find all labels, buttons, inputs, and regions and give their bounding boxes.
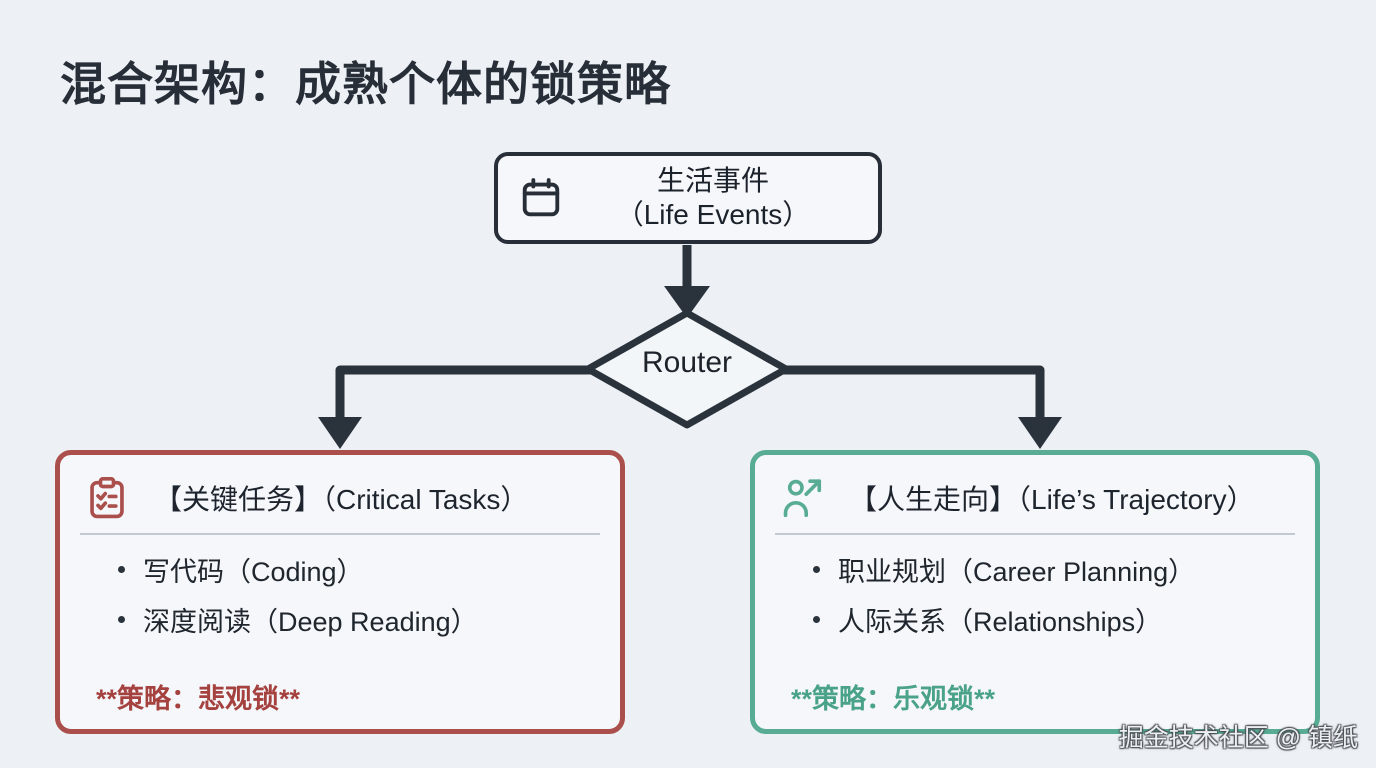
- bullet-icon: [813, 615, 820, 623]
- card-critical-tasks: 【关键任务】（Critical Tasks） 写代码（Coding） 深度阅读（…: [55, 450, 625, 734]
- bullet-icon: [118, 565, 125, 573]
- clipboard-checklist-icon: [84, 475, 130, 521]
- arrowhead-down-left: [318, 417, 362, 449]
- card-critical-tasks-list: 写代码（Coding） 深度阅读（Deep Reading）: [60, 549, 620, 639]
- list-item: 写代码（Coding）: [118, 549, 620, 589]
- list-item: 深度阅读（Deep Reading）: [118, 599, 620, 639]
- list-item-label: 人际关系（Relationships）: [838, 606, 1163, 637]
- node-life-events-text: 生活事件 （Life Events）: [564, 164, 862, 232]
- strategy-optimistic-lock: **策略：乐观锁**: [791, 684, 996, 714]
- list-item-label: 职业规划（Career Planning）: [838, 556, 1196, 587]
- bullet-icon: [118, 615, 125, 623]
- card-critical-tasks-title: 【关键任务】（Critical Tasks）: [154, 484, 529, 515]
- node-life-events-line2: （Life Events）: [615, 199, 811, 230]
- divider: [80, 533, 600, 535]
- node-life-events: 生活事件 （Life Events）: [494, 152, 882, 244]
- card-life-trajectory-title: 【人生走向】（Life’s Trajectory）: [849, 484, 1255, 515]
- card-life-trajectory-list: 职业规划（Career Planning） 人际关系（Relationships…: [755, 549, 1315, 639]
- calendar-icon: [518, 175, 564, 221]
- list-item: 人际关系（Relationships）: [813, 599, 1315, 639]
- strategy-pessimistic-lock: **策略：悲观锁**: [96, 684, 301, 714]
- divider: [775, 533, 1295, 535]
- bullet-icon: [813, 565, 820, 573]
- router-node-label: Router: [641, 346, 733, 379]
- watermark: 掘金技术社区 @ 镇纸: [1118, 724, 1358, 752]
- card-life-trajectory: 【人生走向】（Life’s Trajectory） 职业规划（Career Pl…: [750, 450, 1320, 734]
- router-diamond: [584, 309, 790, 429]
- arrow-router-to-right: [779, 365, 1045, 425]
- card-life-trajectory-header: 【人生走向】（Life’s Trajectory）: [755, 455, 1315, 521]
- person-trending-up-icon: [779, 475, 825, 521]
- arrowhead-down-right: [1018, 417, 1062, 449]
- arrow-router-to-left: [335, 365, 595, 425]
- card-critical-tasks-header: 【关键任务】（Critical Tasks）: [60, 455, 620, 521]
- list-item-label: 深度阅读（Deep Reading）: [143, 606, 478, 637]
- node-life-events-line1: 生活事件: [656, 164, 769, 196]
- list-item-label: 写代码（Coding）: [143, 556, 364, 587]
- page-title: 混合架构：成熟个体的锁策略: [60, 58, 671, 110]
- arrowhead-down-center: [664, 286, 710, 318]
- list-item: 职业规划（Career Planning）: [813, 549, 1315, 589]
